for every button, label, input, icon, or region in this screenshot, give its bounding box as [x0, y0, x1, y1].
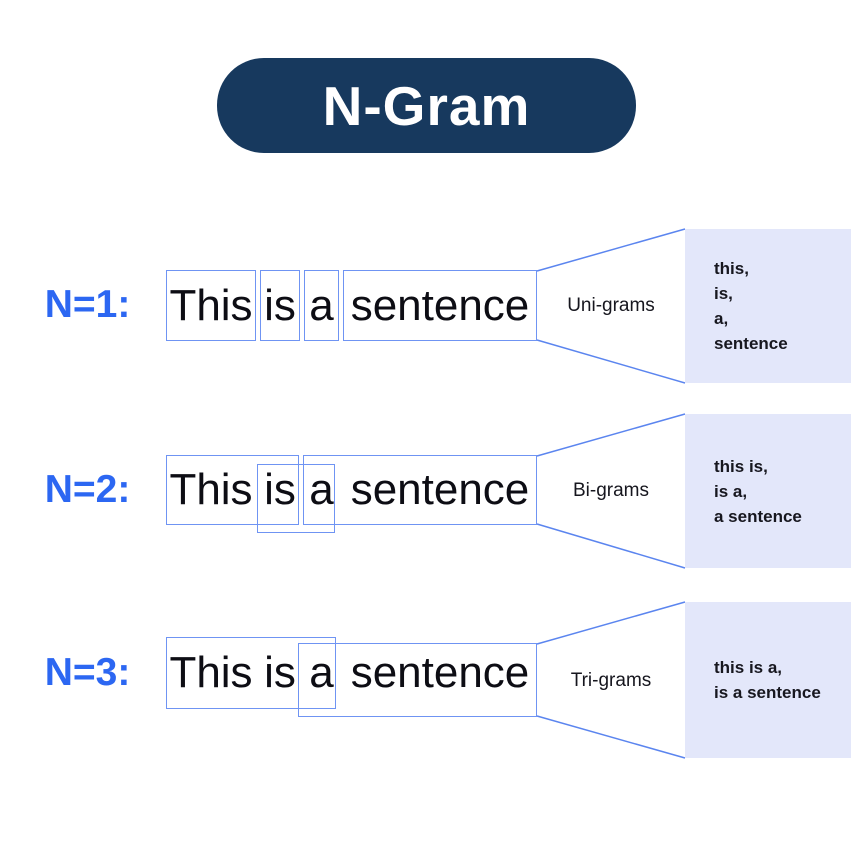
- ngram-box: [298, 643, 537, 717]
- word: sentence: [350, 281, 530, 330]
- funnel-line: [536, 523, 686, 569]
- funnel-line: [536, 413, 686, 457]
- ngram-box: [304, 270, 339, 341]
- output-line: this,: [714, 259, 749, 278]
- row-n-label: N=2:: [44, 468, 131, 511]
- word: This: [169, 648, 253, 697]
- word: sentence: [350, 465, 530, 514]
- word: a: [309, 281, 334, 330]
- ngram-box: [257, 464, 335, 533]
- ngram-box: [166, 637, 336, 709]
- ngram-box: [166, 455, 299, 525]
- output-panel: this is, is a, a sentence: [685, 414, 851, 568]
- gram-label: Tri-grams: [570, 670, 652, 691]
- row-n-label: N=3:: [44, 651, 131, 694]
- output-line: is a sentence: [714, 683, 821, 702]
- funnel-line: [536, 339, 686, 384]
- output-line: this is a,: [714, 658, 783, 677]
- output-panel: this, is, a, sentence: [685, 229, 851, 383]
- word: is: [264, 465, 296, 514]
- output-line: is,: [714, 284, 733, 303]
- word: This: [169, 281, 253, 330]
- funnel-line: [536, 228, 686, 272]
- word: sentence: [350, 648, 530, 697]
- ngram-box: [303, 455, 537, 525]
- word: is: [264, 281, 296, 330]
- gram-label: Uni-grams: [567, 295, 655, 316]
- word: is: [264, 648, 296, 697]
- page-title: N-Gram: [322, 74, 531, 137]
- word: a: [309, 465, 334, 514]
- output-line: is a,: [714, 481, 748, 501]
- gram-label: Bi-grams: [572, 480, 649, 501]
- output-line: this is,: [714, 456, 768, 476]
- output-line: a,: [714, 309, 729, 328]
- output-line: a sentence: [714, 506, 802, 526]
- funnel-line: [536, 715, 686, 759]
- ngram-box: [166, 270, 256, 341]
- row-n-label: N=1:: [44, 283, 131, 326]
- ngram-box: [343, 270, 537, 341]
- word: a: [309, 648, 334, 697]
- title-pill: N-Gram: [217, 58, 636, 153]
- output-line: sentence: [714, 334, 788, 353]
- funnel-line: [536, 601, 686, 645]
- ngram-box: [260, 270, 300, 341]
- word: This: [169, 465, 253, 514]
- output-panel: this is a, is a sentence: [685, 602, 851, 758]
